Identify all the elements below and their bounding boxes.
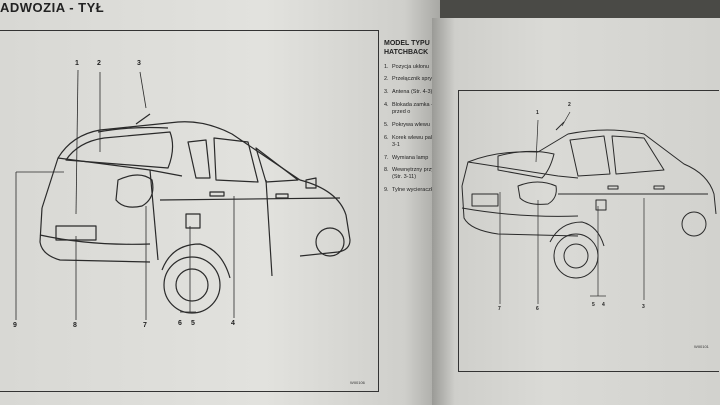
legend-item: 7.Wymiana lamp: [384, 154, 429, 161]
sedan-callout-4: 4: [602, 302, 605, 308]
sedan-callout-5: 5: [592, 302, 595, 308]
callout-4: 4: [231, 320, 235, 327]
sedan-callout-2: 2: [568, 102, 571, 108]
callout-2: 2: [97, 60, 101, 67]
legend-item: 3.Antena (Str. 4-3): [384, 89, 433, 96]
sedan-figure-code: WII0101: [694, 344, 709, 349]
callout-7: 7: [143, 322, 147, 329]
section-header: ADWOZIA - TYŁ: [0, 0, 105, 15]
figure-code: WII0106: [350, 380, 365, 385]
sedan-callout-3: 3: [642, 304, 645, 310]
callout-1: 1: [75, 60, 79, 67]
right-page: 1 2 3 4 5 6 7 WII0101: [432, 18, 720, 405]
sedan-callout-1: 1: [536, 110, 539, 116]
legend-list: MODEL TYPU HATCHBACK 1.Pozycja ukłonu 2.…: [384, 40, 454, 200]
callout-8: 8: [73, 322, 77, 329]
hatchback-figure-frame: [0, 30, 379, 392]
callout-5: 5: [191, 320, 195, 327]
legend-item: 8.Wewnętrzny przycisk (Str. 3-11): [384, 167, 444, 181]
sedan-figure-frame: [458, 90, 719, 372]
left-page: ADWOZIA - TYŁ: [0, 0, 452, 405]
sedan-callout-7: 7: [498, 306, 501, 312]
sedan-callout-6: 6: [536, 306, 539, 312]
legend-item: 1.Pozycja ukłonu: [384, 63, 429, 70]
hatchback-rear-illustration: [15, 69, 351, 320]
legend-item: 2.Przełącznik spryski: [384, 76, 439, 83]
legend-title: MODEL TYPU HATCHBACK: [384, 40, 430, 56]
sedan-rear-illustration: [461, 111, 717, 304]
legend-item: 6.Korek wlewu paliwa (Str. 3-1: [384, 134, 452, 148]
callout-9: 9: [13, 322, 17, 329]
callout-3: 3: [137, 60, 141, 67]
legend-item: 5.Pokrywa wlewu: [384, 121, 430, 128]
legend-item: 9.Tylne wycieraczki: [384, 187, 435, 194]
legend-item: 4.Blokada zamka — jąca przed o: [384, 102, 449, 115]
callout-6: 6: [178, 320, 182, 327]
